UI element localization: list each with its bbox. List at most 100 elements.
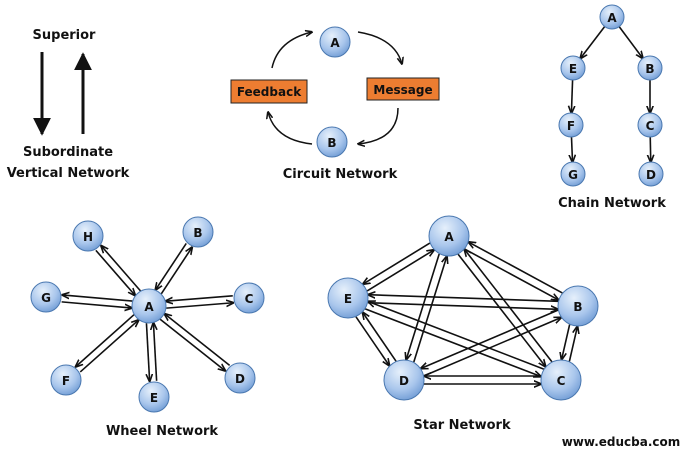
star-edge-c-b bbox=[568, 326, 577, 362]
chain-node-f-label: F bbox=[567, 119, 575, 133]
wheel-network: A H B G C F E D bbox=[30, 216, 265, 413]
wheel-edge-g-a bbox=[61, 301, 132, 308]
wheel-node-d: D bbox=[224, 362, 256, 394]
star-edge-a-e bbox=[363, 242, 431, 284]
star-node-e-label: E bbox=[344, 292, 352, 306]
star-edge-d-b bbox=[423, 318, 561, 377]
svg-text:Message: Message bbox=[373, 83, 432, 97]
star-edge-b-c bbox=[562, 324, 571, 360]
chain-node-g: G bbox=[560, 161, 586, 187]
subordinate-label: Subordinate bbox=[23, 145, 113, 160]
wheel-node-g-label: G bbox=[41, 291, 51, 305]
wheel-node-g: G bbox=[30, 281, 62, 313]
star-node-b: B bbox=[557, 285, 599, 327]
wheel-edge-a-f bbox=[76, 314, 135, 367]
wheel-node-d-label: D bbox=[235, 372, 245, 386]
chain-node-b: B bbox=[637, 55, 663, 81]
wheel-node-b: B bbox=[182, 216, 214, 248]
chain-node-g-label: G bbox=[568, 168, 578, 182]
wheel-node-a: A bbox=[131, 288, 167, 324]
wheel-node-b-label: B bbox=[193, 226, 202, 240]
superior-label: Superior bbox=[33, 28, 97, 43]
chain-node-e: E bbox=[560, 55, 586, 81]
chain-node-d: D bbox=[638, 161, 664, 187]
wheel-node-e: E bbox=[138, 381, 170, 413]
chain-node-f: F bbox=[558, 112, 584, 138]
circuit-network: A B Feedback Message Circuit Network bbox=[230, 26, 440, 182]
star-network-title: Star Network bbox=[413, 418, 511, 433]
watermark: www.educba.com bbox=[562, 435, 681, 449]
wheel-node-a-label: A bbox=[144, 300, 154, 314]
wheel-node-h-label: H bbox=[83, 230, 93, 244]
svg-text:Feedback: Feedback bbox=[237, 85, 302, 99]
star-edge-d-e bbox=[363, 312, 397, 362]
feedback-box: Feedback bbox=[230, 79, 308, 104]
message-box: Message bbox=[366, 77, 440, 101]
wheel-node-f-label: F bbox=[62, 374, 70, 388]
wheel-node-c: C bbox=[233, 282, 265, 314]
chain-node-a: A bbox=[599, 4, 625, 30]
chain-edge-f-g bbox=[571, 136, 572, 162]
star-edge-d-a bbox=[413, 256, 447, 363]
wheel-edge-a-b bbox=[160, 247, 192, 295]
circuit-arrow-b-feedback bbox=[268, 112, 313, 145]
wheel-node-e-label: E bbox=[150, 391, 158, 405]
circuit-arrow-feedback-a bbox=[271, 32, 312, 69]
chain-network-title: Chain Network bbox=[558, 196, 666, 211]
svg-text:A: A bbox=[330, 36, 340, 50]
wheel-edge-a-h bbox=[101, 246, 142, 292]
star-edge-b-d bbox=[421, 309, 559, 368]
chain-node-e-label: E bbox=[569, 62, 577, 76]
star-node-d: D bbox=[383, 359, 425, 401]
wheel-edge-a-d bbox=[159, 318, 225, 371]
star-edge-e-c bbox=[364, 308, 541, 377]
star-node-c-label: C bbox=[557, 374, 566, 388]
circuit-network-title: Circuit Network bbox=[283, 167, 398, 182]
chain-node-a-label: A bbox=[607, 11, 617, 25]
circuit-node-b: B bbox=[316, 126, 348, 158]
chain-network: A E B F C G D bbox=[558, 4, 664, 187]
wheel-edge-e-a bbox=[153, 323, 156, 381]
wheel-edge-a-e bbox=[146, 323, 149, 381]
wheel-edge-f-a bbox=[79, 320, 138, 373]
chain-node-c: C bbox=[637, 112, 663, 138]
chain-node-b-label: B bbox=[645, 62, 654, 76]
wheel-edge-a-c bbox=[166, 303, 233, 309]
svg-text:B: B bbox=[327, 136, 336, 150]
star-edge-a-b bbox=[464, 248, 559, 300]
star-edge-e-d bbox=[355, 316, 389, 366]
star-node-b-label: B bbox=[573, 300, 582, 314]
star-edge-c-a bbox=[464, 249, 553, 363]
wheel-edge-a-g bbox=[62, 295, 133, 302]
star-edge-a-c bbox=[457, 253, 545, 366]
star-edge-a-d bbox=[406, 253, 440, 360]
wheel-edge-d-a bbox=[165, 314, 231, 366]
star-edge-b-a bbox=[468, 242, 563, 294]
wheel-node-h: H bbox=[72, 220, 104, 252]
wheel-network-title: Wheel Network bbox=[106, 424, 218, 439]
chain-node-c-label: C bbox=[646, 119, 655, 133]
wheel-node-f: F bbox=[50, 364, 82, 396]
wheel-edge-h-a bbox=[95, 249, 135, 295]
chain-edge-a-b bbox=[618, 26, 643, 59]
circuit-node-a: A bbox=[319, 26, 351, 58]
circuit-arrow-message-b bbox=[358, 107, 399, 144]
star-edge-b-e bbox=[368, 295, 559, 303]
wheel-node-c-label: C bbox=[245, 292, 254, 306]
circuit-arrow-a-message bbox=[357, 31, 402, 64]
star-node-c: C bbox=[540, 359, 582, 401]
chain-node-d-label: D bbox=[646, 168, 656, 182]
vertical-network-title: Vertical Network bbox=[7, 166, 130, 181]
chain-edge-c-d bbox=[650, 136, 651, 162]
star-edge-e-b bbox=[367, 301, 558, 310]
star-edge-e-a bbox=[366, 250, 434, 292]
vertical-network: Superior Subordinate Vertical Network bbox=[7, 28, 130, 181]
wheel-edge-b-a bbox=[155, 242, 187, 289]
chain-edge-e-f bbox=[571, 79, 572, 113]
star-edge-c-e bbox=[368, 301, 545, 370]
chain-edge-a-e bbox=[580, 26, 606, 59]
star-node-d-label: D bbox=[399, 374, 409, 388]
star-node-e: E bbox=[327, 277, 369, 319]
